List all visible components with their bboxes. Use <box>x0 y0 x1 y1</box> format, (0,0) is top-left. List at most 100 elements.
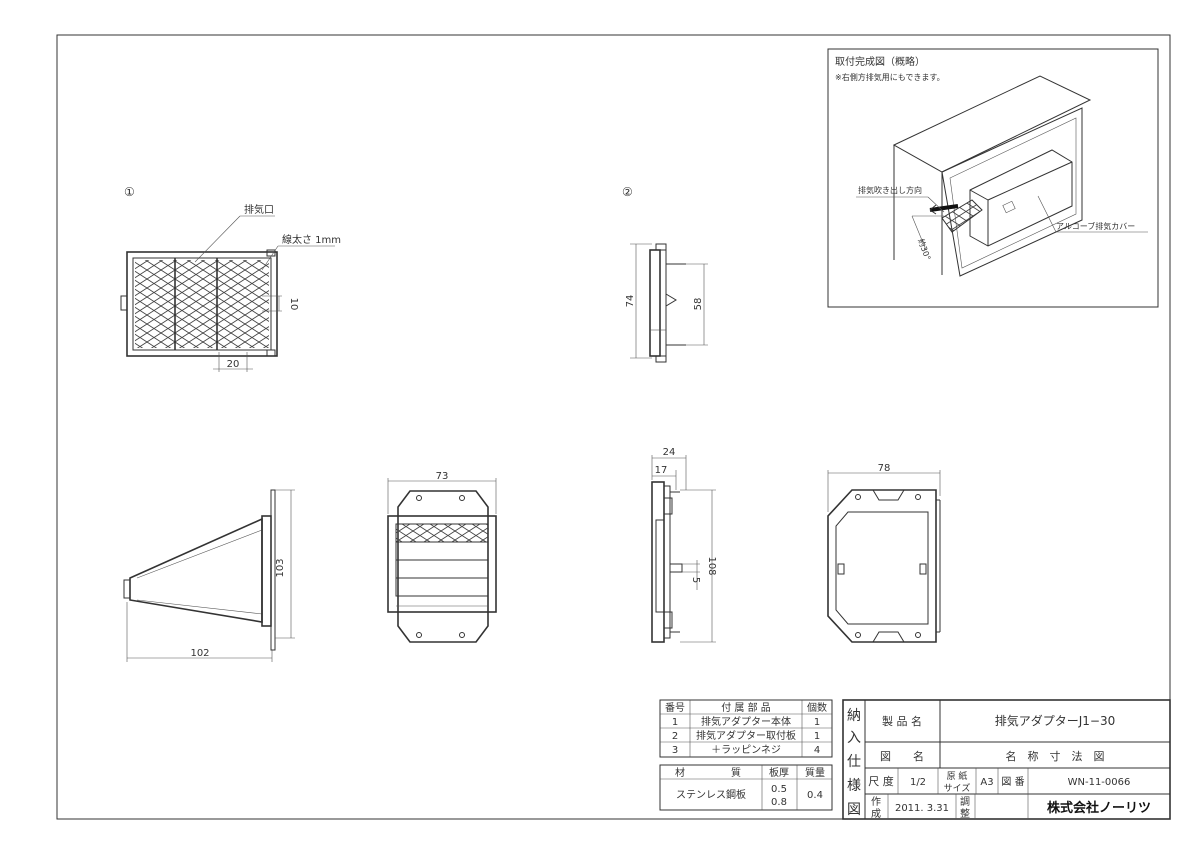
side-char: 仕 <box>847 754 861 770</box>
view1-front: ① 排気口 線太さ 1mm 10 20 <box>120 185 341 372</box>
plate-side-slot <box>919 563 927 575</box>
label-exhaust-direction: 排気吹き出し方向 <box>858 185 922 195</box>
plate-bottom-tab <box>655 355 667 363</box>
view1-side: 103 102 <box>123 489 295 662</box>
adjust-label-2: 整 <box>960 807 970 820</box>
material-header-2: 質 <box>731 766 741 779</box>
dim-20: 20 <box>227 359 240 370</box>
parts-row-qty: 1 <box>814 717 820 728</box>
dim-17: 17 <box>655 465 668 476</box>
dim-24: 24 <box>663 447 676 458</box>
parts-header-name: 付 属 部 品 <box>721 701 771 714</box>
material-table: 材 質 板厚 質量 ステンレス鋼板 0.5 0.8 0.4 <box>659 764 833 811</box>
parts-row-name: ＋ラッピンネジ <box>711 744 781 756</box>
side-plate <box>270 489 276 651</box>
screw-hole <box>416 632 422 638</box>
parts-row-name: 排気アダプター本体 <box>701 715 791 728</box>
plate-side-edge <box>651 481 665 643</box>
parts-header-qty: 個数 <box>807 701 827 714</box>
louver <box>395 577 489 597</box>
view2-front: 78 <box>827 463 941 643</box>
made-label-1: 作 <box>871 796 881 808</box>
grille-top-clip <box>266 249 276 257</box>
paper-size-value: A3 <box>980 777 993 788</box>
mass-header: 質量 <box>805 766 825 779</box>
inset-title: 取付完成図（概略） <box>835 55 925 68</box>
side-front-lip <box>123 579 131 599</box>
dim-73: 73 <box>436 471 449 482</box>
grille-mesh <box>135 260 269 348</box>
rear-mesh <box>395 523 489 543</box>
made-label-2: 成 <box>871 808 881 820</box>
parts-row-no: 2 <box>672 731 678 742</box>
side-char: 入 <box>847 730 861 746</box>
plate-top-tab <box>655 243 667 251</box>
title-block: 納 入 仕 様 図 製 品 名 排気アダプターJ1−30 図 名 名 称 寸 法… <box>842 699 1171 820</box>
rear-plate <box>397 490 489 643</box>
screw-hole <box>855 494 861 500</box>
louver <box>395 541 489 561</box>
parts-row-no: 1 <box>672 717 678 728</box>
inset-note: ※右側方排気用にもできます。 <box>835 72 945 82</box>
thickness-header: 板厚 <box>769 766 789 779</box>
screw-hole <box>459 632 465 638</box>
label-angle: 約30° <box>916 237 933 261</box>
dim-78: 78 <box>878 463 891 474</box>
rear-body <box>387 515 497 613</box>
plate-outline <box>827 489 937 643</box>
material-value: ステンレス鋼板 <box>676 788 746 801</box>
screw-hole <box>459 495 465 501</box>
label-wire-thickness: 線太さ 1mm <box>282 233 341 246</box>
screw-hole <box>915 494 921 500</box>
drawing-name-label: 図 名 <box>880 749 924 763</box>
parts-header-no: 番号 <box>665 702 685 714</box>
louver <box>395 559 489 579</box>
dim-102: 102 <box>190 648 209 659</box>
material-header-1: 材 <box>675 766 685 779</box>
adjust-label-1: 調 <box>960 795 970 808</box>
parts-row-no: 3 <box>672 745 678 756</box>
plate-top-notch <box>872 489 905 501</box>
side-char: 納 <box>847 708 861 724</box>
inset-frame <box>827 48 1159 308</box>
dim-74: 74 <box>625 295 636 308</box>
drawing-no: WN-11-0066 <box>1068 777 1131 788</box>
plate-inner-outline <box>835 511 929 625</box>
thickness-value-2: 0.8 <box>771 797 787 808</box>
screw-hole <box>416 495 422 501</box>
label-exhaust-port: 排気口 <box>244 203 274 216</box>
view1-number: ① <box>124 185 135 199</box>
leader-exhaust-port <box>194 215 241 263</box>
drawing-name: 名 称 寸 法 図 <box>1006 749 1105 763</box>
adapter-outlet <box>941 199 983 233</box>
label-alcove-cover: アルコーブ排気カバー <box>1056 221 1135 231</box>
wall-top <box>892 75 1092 173</box>
plate-side-slot <box>837 563 845 575</box>
wall-face <box>941 107 1083 277</box>
plate-edge <box>649 249 661 357</box>
alcove-cover <box>969 149 1073 247</box>
grille-inner-frame <box>132 257 272 351</box>
screw-hole <box>915 632 921 638</box>
view2-side: 24 17 108 5 <box>651 447 717 643</box>
dim-103: 103 <box>275 558 286 577</box>
scale-label: 尺 度 <box>868 774 894 788</box>
parts-row-qty: 4 <box>814 745 820 756</box>
plate-clip <box>665 293 677 307</box>
mass-value: 0.4 <box>807 790 823 801</box>
paper-size-label-2: サイズ <box>944 782 971 794</box>
grille-side-tab <box>120 295 128 311</box>
paper-size-label-1: 原 紙 <box>947 770 968 782</box>
dim-5: 5 <box>690 577 701 583</box>
company-name: 株式会社ノーリツ <box>1047 800 1151 816</box>
screw-hole <box>855 632 861 638</box>
plate-side-flange <box>663 485 671 639</box>
product-name-label: 製 品 名 <box>882 714 922 728</box>
parts-row-qty: 1 <box>814 731 820 742</box>
installation-inset: 取付完成図（概略） ※右側方排気用にもできます。 約30° 排気吹き出し方向 ア… <box>827 48 1159 308</box>
view2-number: ② <box>622 185 633 199</box>
product-name: 排気アダプターJ1−30 <box>995 713 1116 728</box>
grille-bottom-clip <box>266 349 276 357</box>
plate-side-slot <box>655 519 665 613</box>
